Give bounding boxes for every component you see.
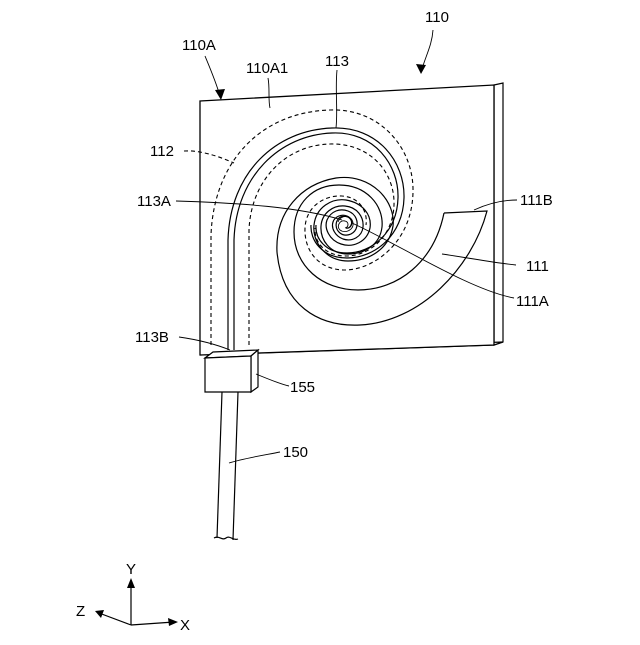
y-axis-arrow [127,578,135,588]
label-110A: 110A [182,37,216,54]
label-113A: 113A [137,193,171,210]
cable-right-edge [233,392,238,540]
label-113: 113 [325,53,349,70]
leader-155 [256,374,289,386]
label-150: 150 [283,444,308,461]
label-113B: 113B [135,329,169,346]
arrow-110A [215,89,225,100]
label-110: 110 [425,9,449,26]
axis-label-x: X [180,617,190,634]
label-111B: 111B [520,192,553,209]
label-110A1: 110A1 [246,60,288,77]
arrow-110 [416,64,426,74]
connector-side [251,350,258,392]
cable-left-edge [217,392,222,538]
leader-150 [229,452,280,463]
cable-cut-end [214,537,238,539]
cable-150 [214,392,238,540]
board-edge-side [494,83,503,345]
axis-label-y: Y [126,561,136,578]
x-axis-arrow [168,618,178,626]
coordinate-axes: Y X Z [76,561,190,634]
label-155: 155 [290,379,315,396]
axis-label-z: Z [76,603,85,620]
z-axis-line [99,613,131,625]
board-front-face [200,85,494,355]
connector-155 [205,350,258,392]
label-111A: 111A [516,293,549,310]
connector-front [205,356,251,392]
x-axis-line [131,622,174,625]
label-112: 112 [150,143,174,160]
leader-113 [336,70,337,128]
label-111: 111 [526,258,549,275]
